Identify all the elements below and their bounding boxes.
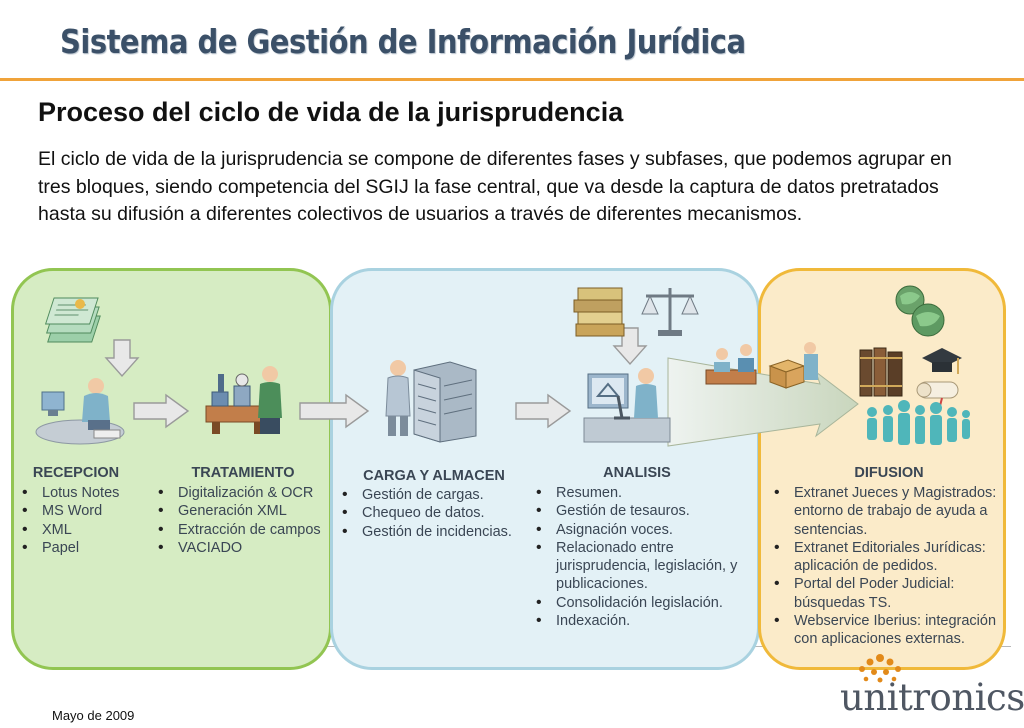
list-item: Lotus Notes (20, 484, 150, 503)
arrow-carga-analisis (515, 393, 572, 429)
list-difusion: Extranet Jueces y Magistrados: entorno d… (772, 484, 1010, 649)
documents-icon (44, 297, 101, 343)
phase-title-difusion: DIFUSION (854, 465, 924, 481)
list-item: Digitalización & OCR (156, 484, 332, 503)
list-recepcion: Lotus Notes MS Word XML Papel (20, 484, 150, 557)
phase-title-tratamiento: TRATAMIENTO (191, 465, 295, 481)
graduation-cap-icon (922, 348, 962, 374)
list-carga: Gestión de cargas. Chequeo de datos. Ges… (340, 486, 530, 541)
list-item: Indexación. (534, 612, 744, 631)
list-item: Resumen. (534, 484, 744, 503)
intro-paragraph: El ciclo de vida de la jurisprudencia se… (38, 148, 952, 225)
list-item: XML (20, 521, 150, 540)
list-item: VACIADO (156, 539, 332, 558)
list-item: Extracción de campos (156, 521, 332, 540)
list-item: Asignación voces. (534, 521, 744, 540)
list-item: Webservice Iberius: integración con apli… (772, 612, 1010, 649)
phase-title-carga: CARGA Y ALMACEN (363, 468, 505, 484)
list-analisis: Resumen. Gestión de tesauros. Asignación… (534, 484, 744, 631)
list-item: MS Word (20, 502, 150, 521)
list-item: Consolidación legislación. (534, 594, 744, 613)
list-tratamiento: Digitalización & OCR Generación XML Extr… (156, 484, 332, 557)
list-item: Papel (20, 539, 150, 558)
section-subtitle: Proceso del ciclo de vida de la jurispru… (38, 97, 624, 127)
list-item: Generación XML (156, 502, 332, 521)
arrow-tratamiento-carga (299, 393, 370, 429)
person-with-boxes-icon (768, 342, 818, 389)
person-at-computer-icon (35, 378, 125, 445)
list-item: Gestión de cargas. (340, 486, 530, 505)
scales-icon (641, 288, 699, 336)
list-item: Gestión de tesauros. (534, 502, 744, 521)
list-item: Relacionado entre jurisprudencia, legisl… (534, 539, 744, 594)
company-logo: unitronics (840, 676, 1024, 719)
list-item: Extranet Jueces y Magistrados: entorno d… (772, 484, 1010, 539)
list-item: Chequeo de datos. (340, 504, 530, 523)
arrow-recepcion-tratamiento (133, 393, 190, 429)
list-item: Extranet Editoriales Jurídicas: aplicaci… (772, 539, 1010, 576)
arrow-down-analisis (612, 327, 648, 366)
person-with-microscope-icon (583, 368, 671, 443)
crowd-silhouette-icon (867, 400, 970, 445)
title-divider (0, 78, 1024, 81)
globes-icon (895, 285, 945, 337)
server-racks-icon (385, 360, 477, 443)
list-item: Portal del Poder Judicial: búsquedas TS. (772, 575, 1010, 612)
people-at-desks-icon (705, 344, 757, 385)
diploma-icon (916, 381, 959, 407)
law-books-icon (859, 347, 903, 397)
arrow-down-recepcion (104, 339, 140, 378)
footer-date: Mayo de 2009 (52, 708, 135, 723)
page-title: Sistema de Gestión de Información Jurídi… (60, 22, 746, 61)
worker-with-machinery-icon (205, 366, 282, 434)
list-item: Gestión de incidencias. (340, 523, 530, 542)
books-icon (573, 287, 625, 337)
logo-dots-icon (859, 654, 901, 683)
phase-title-analisis: ANALISIS (603, 465, 671, 481)
phase-title-recepcion: RECEPCION (32, 465, 120, 481)
